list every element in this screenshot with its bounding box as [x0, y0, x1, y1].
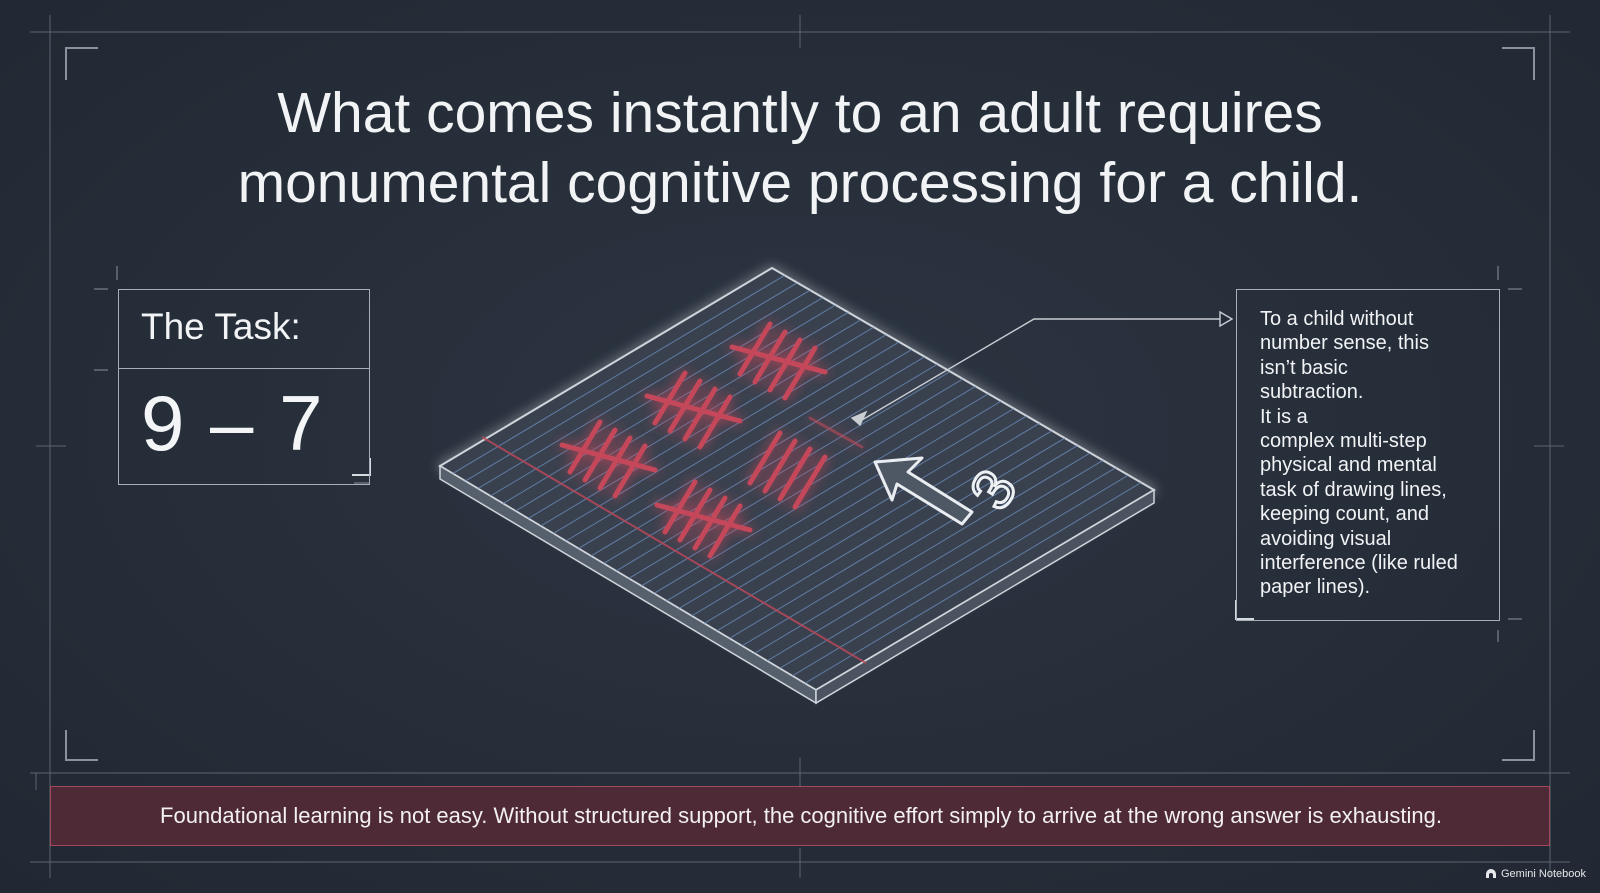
takeaway-text: Foundational learning is not easy. Witho… [160, 803, 1442, 828]
ruled-line [705, 421, 1118, 669]
ruled-line [679, 406, 1093, 654]
callout-connector [850, 310, 1234, 427]
ruled-lines [440, 268, 1154, 690]
ruled-line [590, 354, 1004, 602]
ruled-line [440, 268, 825, 498]
ruled-line [539, 324, 953, 572]
ruled-line [667, 398, 1080, 646]
ruled-line [501, 302, 915, 550]
explanation-text: To a child without number sense, this is… [1260, 308, 1458, 599]
title-line-1: What comes instantly to an adult require… [277, 81, 1323, 145]
brand-name: Gemini Notebook [1501, 868, 1586, 880]
ruled-line [743, 443, 1154, 690]
task-divider [119, 368, 369, 369]
slide-title: What comes instantly to an adult require… [100, 78, 1500, 218]
ruled-line [692, 413, 1106, 661]
tally-group-3 [729, 321, 828, 401]
margin-line [481, 436, 867, 664]
paper-sheet [438, 266, 1156, 705]
title-line-2: monumental cognitive processing for a ch… [237, 151, 1363, 215]
ruled-line [552, 332, 966, 580]
brand-watermark: Gemini Notebook [1485, 868, 1586, 880]
ruled-line [565, 339, 978, 587]
ruled-line [654, 391, 1067, 639]
ruled-line [756, 450, 1154, 690]
task-label: The Task: [141, 306, 301, 347]
explanation-box: To a child without number sense, this is… [1236, 289, 1500, 621]
ruled-line [440, 268, 838, 506]
tally-group-1 [559, 419, 658, 499]
notebook-logo-icon [1486, 869, 1496, 878]
takeaway-banner: Foundational learning is not easy. Witho… [50, 786, 1550, 846]
ruled-line [616, 369, 1029, 617]
ruled-line [578, 347, 991, 595]
tally-marks [559, 321, 864, 559]
ruled-line [440, 268, 851, 513]
tally-group-2 [644, 370, 743, 450]
ruled-line [718, 428, 1131, 676]
ruled-line [628, 376, 1042, 624]
faint-tally [808, 416, 864, 449]
ruled-line [641, 384, 1055, 632]
task-expression: 9 – 7 [141, 379, 325, 467]
ruled-line [527, 317, 940, 565]
tally-group-5 [747, 430, 828, 510]
tally-group-4 [654, 479, 753, 559]
ruled-line [769, 458, 1154, 690]
task-box: The Task: 9 – 7 [118, 289, 370, 485]
arrow-icon [873, 456, 974, 526]
ruled-line [730, 435, 1144, 683]
ruled-line [514, 310, 927, 558]
